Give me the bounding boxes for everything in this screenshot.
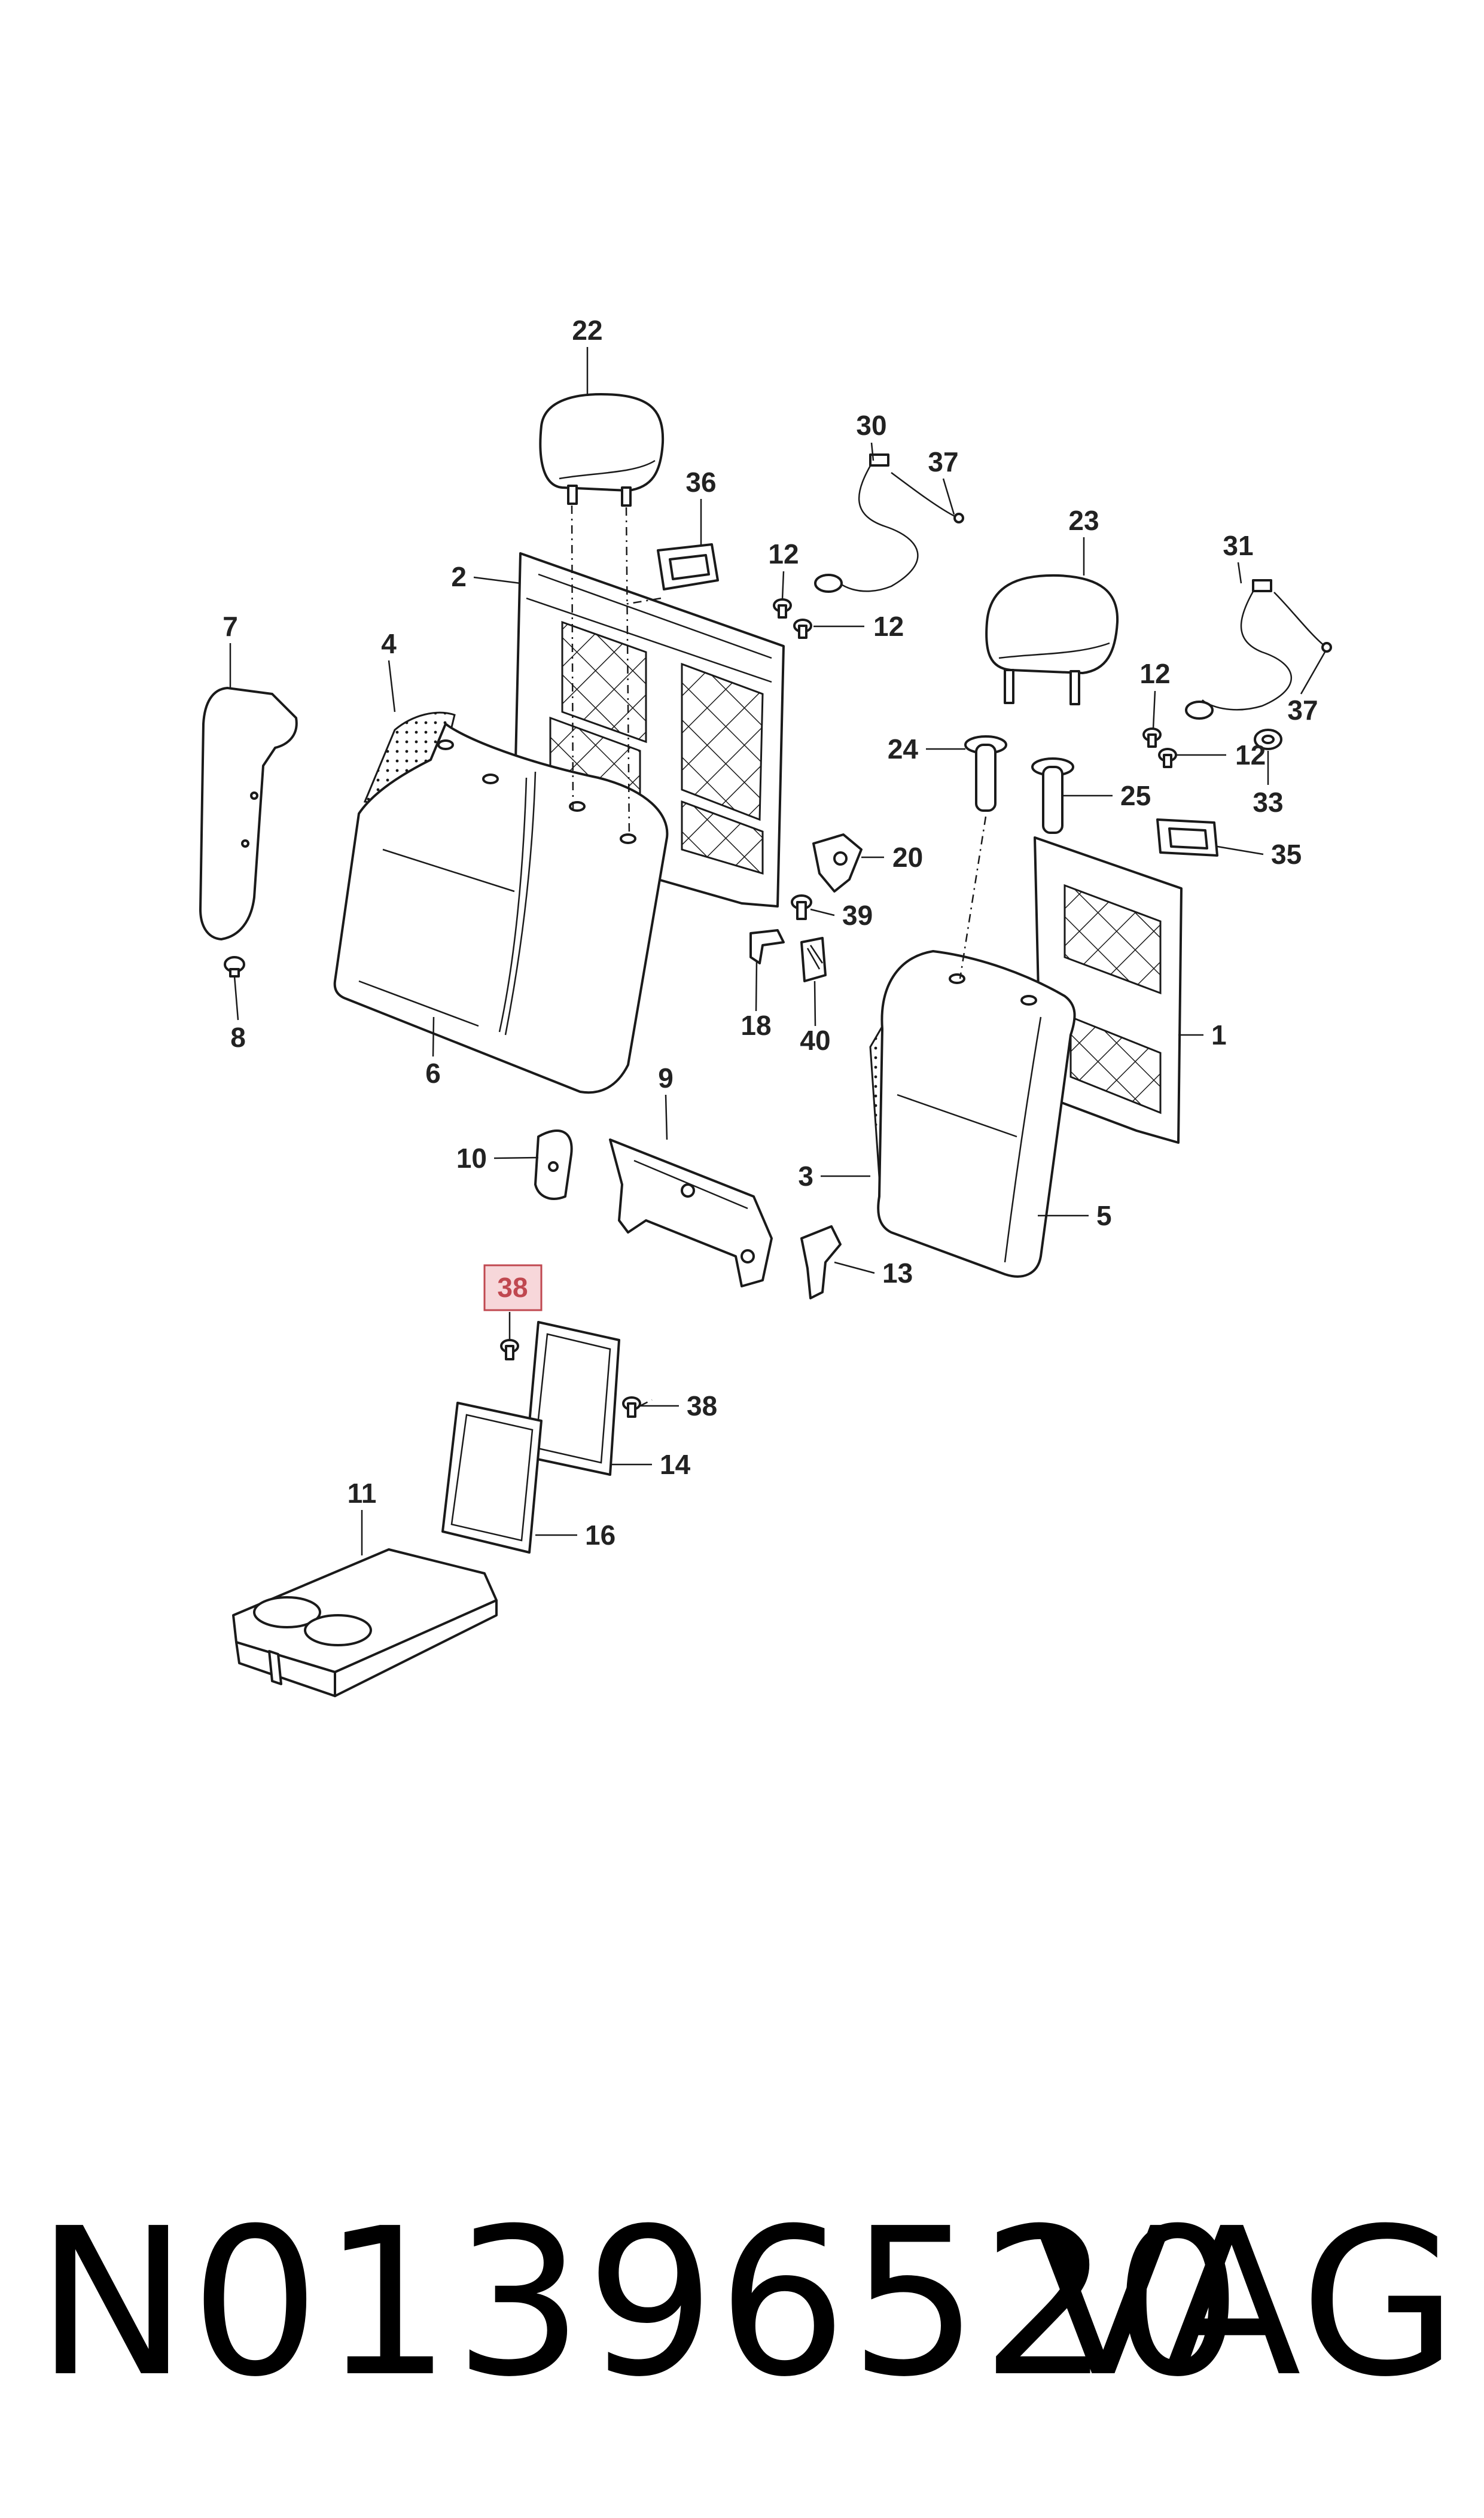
callout-20: 20	[892, 842, 923, 873]
callout-13: 13	[882, 1258, 913, 1289]
callout-7: 7	[223, 611, 238, 642]
guide-sleeve-25	[1031, 757, 1074, 834]
nut-33	[1254, 729, 1282, 750]
callout-2: 2	[451, 561, 467, 592]
callout-25: 25	[1120, 780, 1151, 811]
callout-labels: 22 36 2 7 4 12 12 30 37 20 39 18 40 23 3…	[223, 315, 1318, 1551]
cover-40	[800, 937, 827, 982]
callout-11: 11	[348, 1478, 377, 1509]
screw-12c	[1142, 727, 1162, 748]
guide-sleeve-24	[964, 735, 1007, 812]
cable-31	[1185, 579, 1332, 720]
highlight-box-38	[483, 1264, 543, 1311]
callout-37a: 37	[928, 446, 958, 477]
headrest-23	[985, 574, 1119, 705]
side-bolster-7	[199, 687, 298, 940]
backrest-cover-5	[869, 950, 1076, 1278]
callout-38b: 38	[687, 1390, 717, 1421]
backrest-frame-1	[1034, 836, 1183, 1144]
callout-10: 10	[456, 1143, 487, 1174]
callout-5: 5	[1096, 1200, 1112, 1231]
callout-24: 24	[888, 733, 919, 765]
brand: VAG	[1034, 2185, 1460, 2422]
screw-38b	[622, 1396, 641, 1418]
callout-12c: 12	[1139, 658, 1170, 689]
screw-39	[791, 894, 812, 920]
callout-36: 36	[685, 467, 716, 498]
callout-22: 22	[572, 315, 602, 346]
screw-12a	[773, 598, 792, 619]
release-button-35	[1156, 818, 1218, 857]
callout-12d: 12	[1235, 739, 1266, 771]
callout-3: 3	[798, 1161, 813, 1192]
screw-12b	[793, 619, 812, 639]
panel-14	[525, 1321, 620, 1476]
connection-lines	[571, 505, 987, 1407]
callout-8: 8	[230, 1022, 246, 1053]
leader-lines	[229, 347, 1326, 1555]
cover-10	[534, 1129, 573, 1200]
screw-12d	[1158, 748, 1177, 768]
parts-diagram: 22 36 2 7 4 12 12 30 37 20 39 18 40 23 3…	[199, 315, 1332, 1697]
callout-37b: 37	[1287, 695, 1318, 726]
callout-4: 4	[381, 628, 397, 659]
bracket-18	[749, 929, 785, 964]
callout-16: 16	[585, 1520, 615, 1551]
callout-31: 31	[1223, 530, 1253, 561]
callout-14: 14	[660, 1449, 691, 1480]
headrest-22	[539, 393, 665, 507]
part-number: N01396520	[36, 2185, 1245, 2422]
callout-12a: 12	[768, 538, 799, 570]
callout-35: 35	[1271, 839, 1302, 870]
callout-38-highlighted: 38	[497, 1272, 528, 1303]
callout-12b: 12	[873, 611, 904, 642]
backrest-cover-6	[333, 711, 669, 1094]
footer: N01396520 VAG	[0, 2178, 1484, 2429]
bracket-9	[609, 1138, 773, 1287]
panel-16	[441, 1402, 543, 1554]
cable-30	[814, 453, 964, 593]
callout-33: 33	[1253, 787, 1283, 818]
callout-23: 23	[1068, 505, 1099, 536]
screw-38a	[500, 1339, 519, 1360]
callout-9: 9	[658, 1062, 674, 1094]
callout-18: 18	[741, 1010, 771, 1041]
callout-39: 39	[842, 900, 873, 931]
release-button-36	[657, 543, 719, 590]
callout-30: 30	[856, 410, 886, 441]
callout-1: 1	[1211, 1019, 1227, 1051]
hinge-13	[800, 1225, 842, 1299]
latch-20	[812, 833, 863, 893]
clip-8	[224, 956, 245, 978]
callout-40: 40	[800, 1025, 830, 1056]
armrest-11	[232, 1548, 498, 1697]
callout-6: 6	[425, 1058, 441, 1089]
